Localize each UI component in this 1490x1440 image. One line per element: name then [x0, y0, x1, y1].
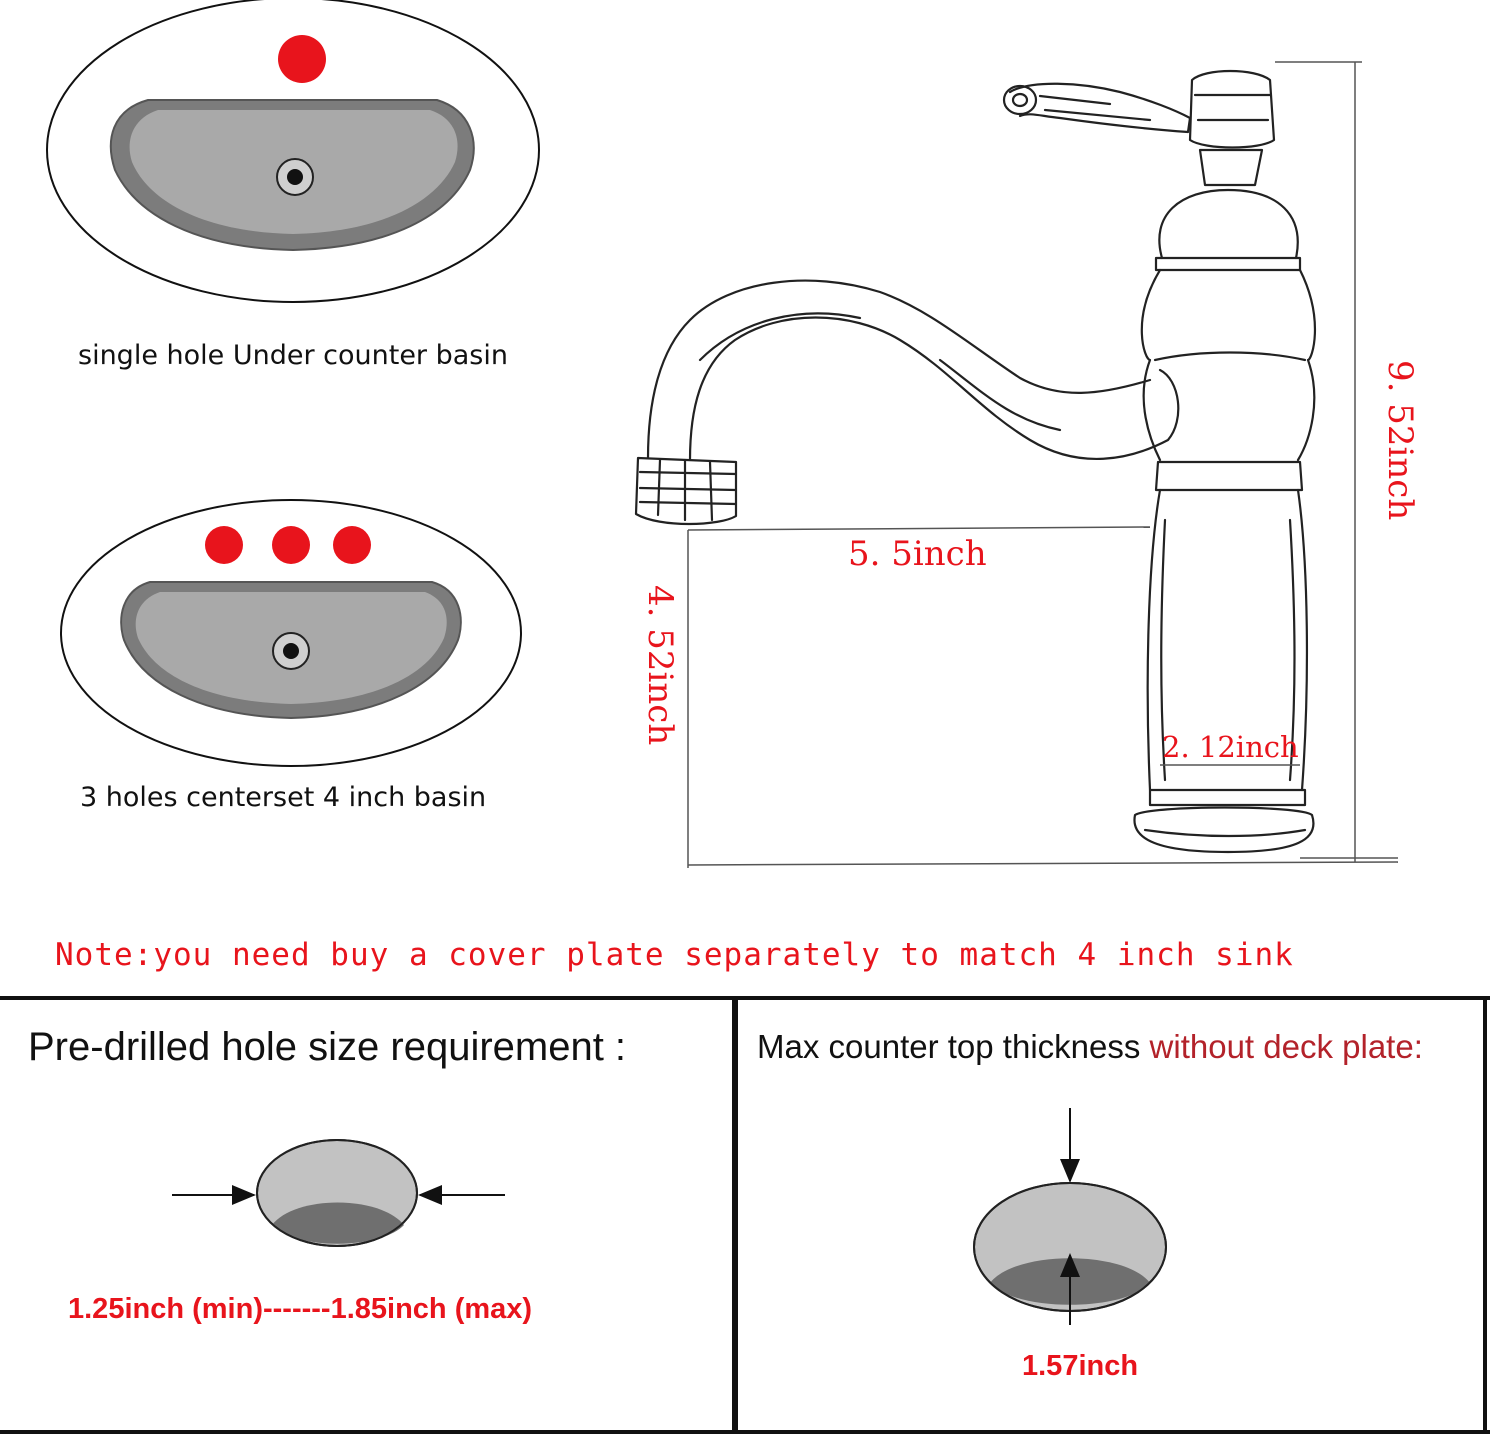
- faucet-hole-marker: [278, 35, 326, 83]
- thickness-illustration: [973, 1108, 1167, 1325]
- spout-reach-label: 5. 5inch: [848, 534, 987, 574]
- thickness-title-text: Max counter top thickness: [757, 1028, 1150, 1065]
- thickness-title: Max counter top thickness without deck p…: [757, 1028, 1423, 1066]
- single-hole-basin-caption: single hole Under counter basin: [78, 340, 508, 371]
- hole-size-range: 1.25inch (min)-------1.85inch (max): [68, 1293, 533, 1325]
- cover-plate-note: Note:you need buy a cover plate separate…: [55, 937, 1294, 973]
- spout-height-label: 4. 52inch: [640, 585, 680, 746]
- hole-size-illustration: [172, 1139, 505, 1247]
- dimension-lines: [687, 61, 1399, 868]
- faucet-height-label: 9. 52inch: [1380, 360, 1420, 521]
- faucet-hole-marker: [205, 526, 243, 564]
- three-hole-basin-caption: 3 holes centerset 4 inch basin: [80, 782, 487, 813]
- faucet-hole-marker: [272, 526, 310, 564]
- thickness-value: 1.57inch: [1022, 1350, 1139, 1382]
- panel-borders: [0, 996, 1490, 1434]
- single-hole-basin: [46, 0, 540, 303]
- faucet-sketch: [634, 69, 1317, 854]
- three-hole-basin: [60, 499, 522, 767]
- base-width-label: 2. 12inch: [1162, 730, 1299, 764]
- hole-size-title: Pre-drilled hole size requirement :: [28, 1025, 627, 1069]
- thickness-title-highlight: without deck plate:: [1149, 1028, 1423, 1065]
- faucet-hole-marker: [333, 526, 371, 564]
